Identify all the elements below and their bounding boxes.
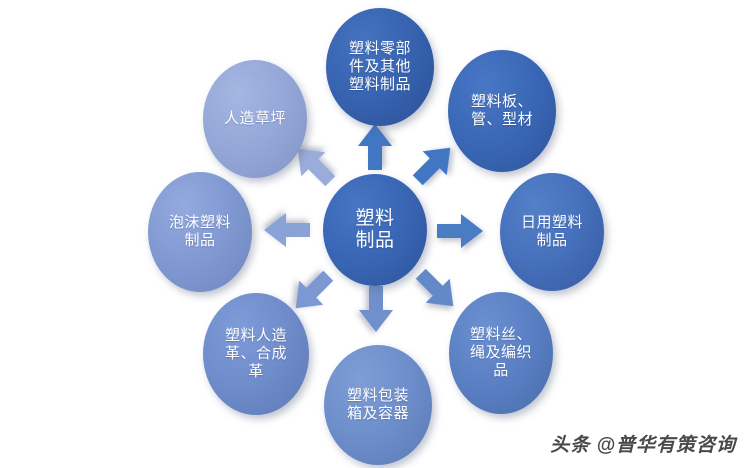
watermark-text: 头条 @普华有策咨询 xyxy=(550,435,736,456)
node-artificial-turf[interactable]: 人造草坪 xyxy=(203,60,307,178)
arrow-down-icon xyxy=(359,286,393,332)
node-plastic-artificial-synthetic-leather[interactable]: 塑料人造 革、合成 革 xyxy=(203,293,309,415)
center-node-label: 塑料 制品 xyxy=(355,207,395,251)
node-center-plastic-products[interactable]: 塑料 制品 xyxy=(323,174,427,286)
node-label: 泡沫塑料 制品 xyxy=(168,214,231,249)
node-daily-use-plastic-products[interactable]: 日用塑料 制品 xyxy=(500,173,604,291)
arrow-up-icon xyxy=(358,124,392,170)
node-plastic-packaging-boxes-containers[interactable]: 塑料包装 箱及容器 xyxy=(324,345,432,465)
node-label: 塑料人造 革、合成 革 xyxy=(224,327,287,380)
arrow-down-right-icon xyxy=(409,262,466,319)
arrow-up-right-icon xyxy=(406,136,463,193)
arrow-up-left-icon xyxy=(286,137,343,194)
arrow-right-icon xyxy=(437,214,483,248)
node-label: 日用塑料 制品 xyxy=(520,214,583,249)
node-plastic-sheets-pipes-profiles[interactable]: 塑料板、 管、型材 xyxy=(448,50,556,172)
node-label: 塑料板、 管、型材 xyxy=(470,93,533,128)
node-label: 塑料零部 件及其他 塑料制品 xyxy=(348,40,411,93)
node-plastic-filament-rope-woven[interactable]: 塑料丝、 绳及编织 品 xyxy=(449,292,553,414)
node-plastic-parts-and-other[interactable]: 塑料零部 件及其他 塑料制品 xyxy=(326,8,434,126)
node-label: 塑料包装 箱及容器 xyxy=(346,387,409,422)
arrow-left-icon xyxy=(264,213,310,247)
node-foamed-plastic-products[interactable]: 泡沫塑料 制品 xyxy=(148,172,252,292)
node-label: 塑料丝、 绳及编织 品 xyxy=(469,326,532,379)
node-label: 人造草坪 xyxy=(223,110,286,128)
arrow-down-left-icon xyxy=(284,264,341,321)
